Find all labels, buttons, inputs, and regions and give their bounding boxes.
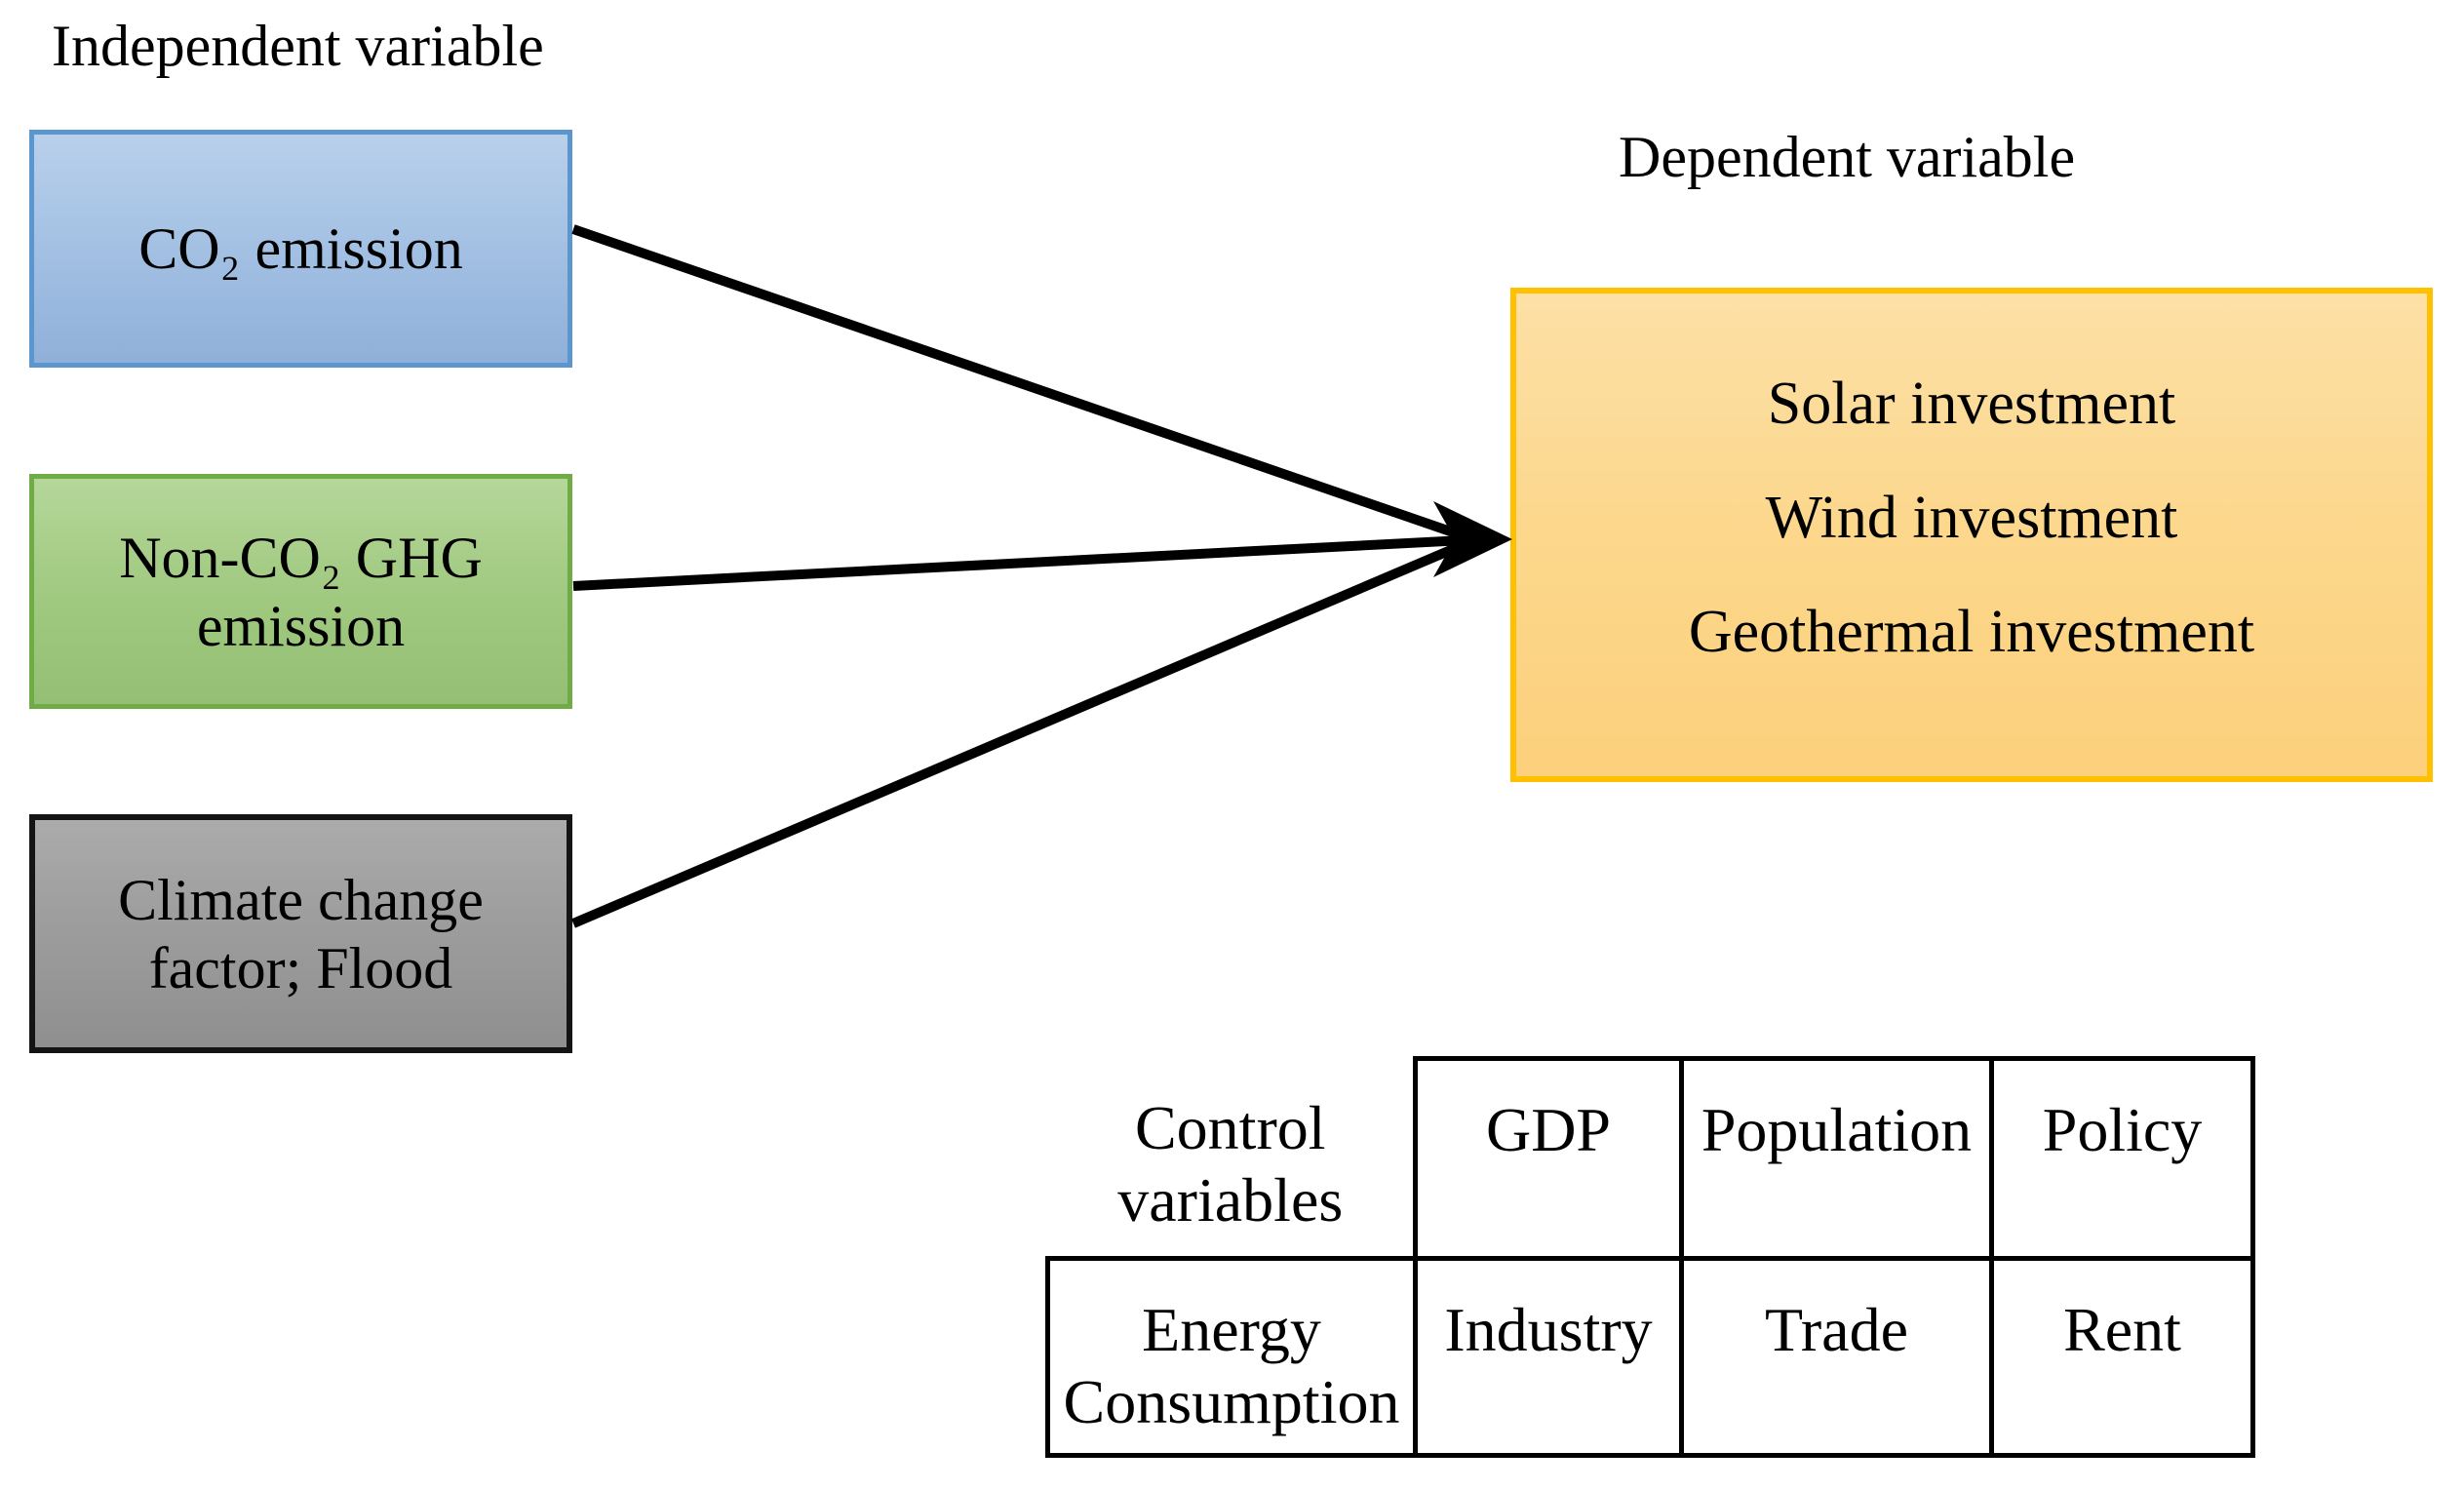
dependent-line-geothermal: Geothermal investment	[1688, 599, 2255, 665]
box-non-co2-ghg-emission-text: Non-CO₂ GHG emission	[119, 525, 483, 658]
table-cell-gdp: GDP	[1413, 1056, 1684, 1261]
arrow-line-climate-to-dependent	[571, 539, 1467, 928]
box-non-co2-ghg-emission: Non-CO₂ GHG emission	[29, 474, 572, 709]
table-row: Energy Consumption Industry Trade Rent	[1045, 1256, 2255, 1458]
control-variables-table: Control variables GDP Population Policy …	[1045, 1056, 2255, 1458]
table-cell-population: Population	[1679, 1056, 1994, 1261]
box-co2-emission: CO₂ emission	[29, 130, 572, 368]
table-cell-energy-consumption: Energy Consumption	[1045, 1256, 1418, 1458]
table-cell-rent: Rent	[1989, 1256, 2255, 1458]
dependent-variable-label: Dependent variable	[1619, 125, 2076, 189]
box-climate-change-factor-text: Climate change factor; Flood	[118, 867, 484, 1000]
box-dependent-variable: Solar investment Wind investment Geother…	[1510, 288, 2433, 782]
dependent-line-wind: Wind investment	[1765, 485, 2178, 551]
table-cell-policy: Policy	[1989, 1056, 2255, 1261]
arrow-line-co2-to-dependent	[571, 224, 1467, 541]
table-cell-trade: Trade	[1679, 1256, 1994, 1458]
table-row: Control variables GDP Population Policy	[1048, 1056, 2255, 1261]
arrowhead-icon	[1433, 501, 1512, 577]
box-co2-emission-text: CO₂ emission	[138, 216, 463, 281]
dependent-line-solar: Solar investment	[1767, 371, 2176, 437]
independent-variable-label: Independent variable	[52, 14, 544, 78]
arrow-line-non-co2-to-dependent	[572, 535, 1466, 591]
table-cell-industry: Industry	[1413, 1256, 1684, 1458]
box-climate-change-factor: Climate change factor; Flood	[29, 814, 572, 1053]
dependent-box-lines: Solar investment Wind investment Geother…	[1689, 347, 2254, 689]
table-cell-control-variables: Control variables	[1117, 1092, 1344, 1235]
